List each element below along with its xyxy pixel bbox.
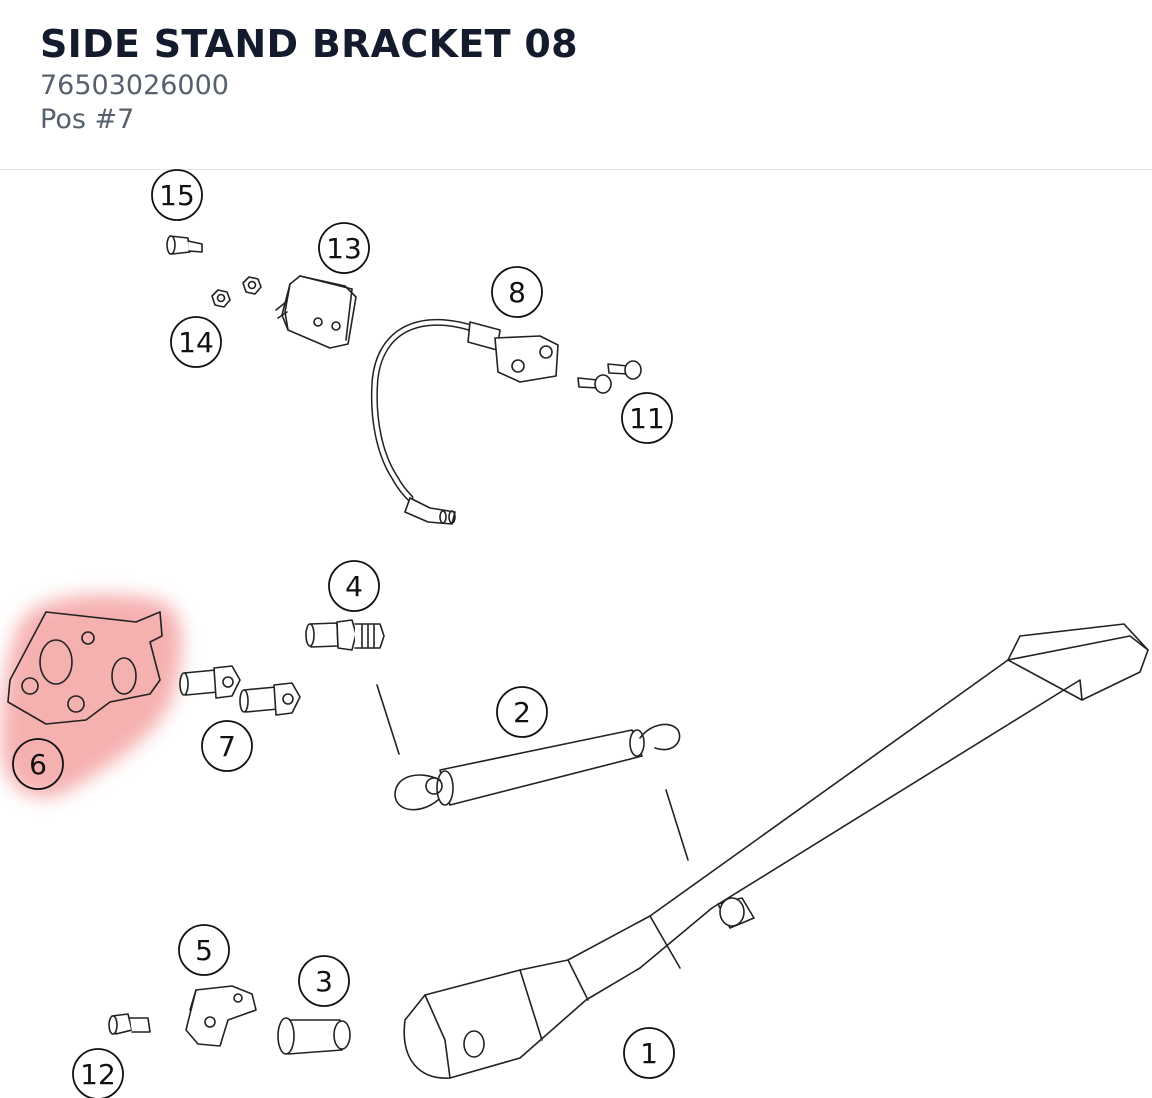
part-6-bolt[interactable] — [108, 1013, 151, 1035]
callout-label: 7 — [218, 730, 236, 763]
callout-label: 5 — [195, 934, 213, 967]
part-14-nuts[interactable] — [211, 276, 262, 308]
callout-3[interactable]: 3 — [298, 955, 350, 1007]
callout-label: 12 — [80, 1058, 116, 1091]
callout-label: 4 — [345, 570, 363, 603]
callout-13[interactable]: 13 — [318, 222, 370, 274]
callout-label: 14 — [178, 326, 214, 359]
callout-8[interactable]: 7 — [201, 720, 253, 772]
callout-4[interactable]: 4 — [328, 560, 380, 612]
callout-label: 13 — [326, 232, 362, 265]
position-label: Pos #7 — [40, 104, 135, 135]
page-title: SIDE STAND BRACKET 08 — [40, 22, 578, 66]
callout-12[interactable]: 11 — [621, 392, 673, 444]
part-2-spring[interactable] — [394, 723, 681, 811]
callout-5[interactable]: 5 — [178, 924, 230, 976]
part-1-side-stand[interactable] — [403, 623, 1149, 1079]
part-number: 76503026000 — [40, 70, 229, 101]
callout-1[interactable]: 1 — [623, 1027, 675, 1079]
part-4-bolt[interactable] — [305, 619, 385, 651]
callout-label: 15 — [159, 179, 195, 212]
part-3-bushing[interactable] — [277, 1017, 351, 1055]
leader-line — [665, 789, 689, 861]
callout-14[interactable]: 14 — [170, 316, 222, 368]
callout-label: 6 — [29, 748, 47, 781]
selected-part-highlight — [1, 594, 183, 798]
part-15-bolt[interactable] — [166, 235, 203, 255]
leader-line — [376, 684, 400, 755]
callout-11[interactable]: 8 — [491, 266, 543, 318]
callout-label: 8 — [508, 276, 526, 309]
callout-7[interactable]: 6 — [12, 738, 64, 790]
part-11-sensor-cable[interactable] — [370, 318, 559, 525]
part-13-switch[interactable] — [275, 275, 357, 349]
part-header: SIDE STAND BRACKET 08 76503026000 Pos #7 — [0, 0, 1152, 170]
part-8-bolts[interactable] — [179, 665, 301, 716]
callout-15[interactable]: 15 — [151, 169, 203, 221]
callout-label: 1 — [640, 1037, 658, 1070]
callout-6[interactable]: 12 — [72, 1048, 124, 1098]
callout-2[interactable]: 2 — [496, 686, 548, 738]
callout-label: 3 — [315, 965, 333, 998]
part-7-bracket[interactable] — [7, 611, 163, 725]
part-12-screws[interactable] — [577, 360, 642, 394]
callout-label: 2 — [513, 696, 531, 729]
part-5-plate[interactable] — [185, 985, 257, 1047]
callout-label: 11 — [629, 402, 665, 435]
